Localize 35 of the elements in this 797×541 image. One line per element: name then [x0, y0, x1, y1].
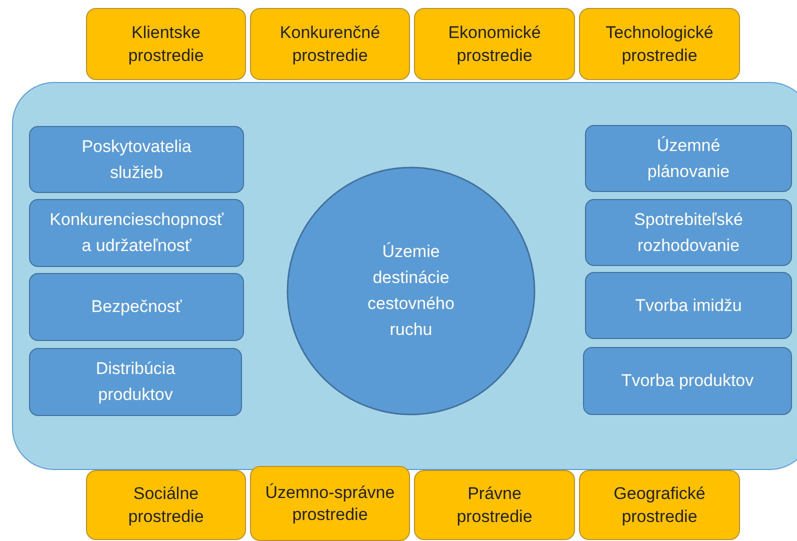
- environment-box: [414, 470, 575, 540]
- box-label: Ekonomické prostredie: [447, 22, 542, 67]
- box-label: Poskytovatelia služieb: [80, 136, 192, 184]
- center-circle: [286, 166, 536, 416]
- environment-box: [250, 466, 410, 541]
- factor-box: [29, 199, 244, 267]
- box-label: Územno-správne prostredie: [265, 482, 395, 526]
- box-label: Bezpečnosť: [91, 296, 182, 318]
- factor-box: [29, 273, 244, 341]
- box-label: Konkurencieschopnosť a udržateľnosť: [50, 209, 224, 257]
- box-label: Technologické prostredie: [604, 22, 714, 67]
- environment-box: [579, 8, 740, 80]
- environment-box: [86, 470, 246, 540]
- box-label: Konkurenčné prostredie: [278, 22, 382, 67]
- environment-box: [250, 8, 410, 80]
- factor-box: [29, 126, 244, 193]
- factor-box: [583, 347, 792, 415]
- box-label: Tvorba produktov: [621, 370, 754, 392]
- factor-box: [29, 348, 242, 416]
- box-label: Sociálne prostredie: [127, 483, 205, 528]
- box-label: Distribúcia produktov: [94, 358, 176, 406]
- box-label: Tvorba imidžu: [635, 294, 742, 316]
- box-label: Geografické prostredie: [612, 483, 706, 528]
- environment-box: [414, 8, 575, 80]
- environment-box: [579, 470, 740, 540]
- box-label: Klientske prostredie: [127, 22, 205, 67]
- box-label: Územné plánovanie: [646, 134, 731, 182]
- box-label: Právne prostredie: [456, 483, 534, 528]
- factor-box: [585, 125, 792, 192]
- box-label: Územie destinácie cestovného ruchu: [366, 241, 456, 341]
- factor-box: [585, 199, 792, 266]
- territory-panel: [12, 82, 797, 470]
- box-label: Spotrebiteľské rozhodovanie: [633, 208, 744, 256]
- factor-box: [585, 272, 792, 339]
- environment-box: [86, 8, 246, 80]
